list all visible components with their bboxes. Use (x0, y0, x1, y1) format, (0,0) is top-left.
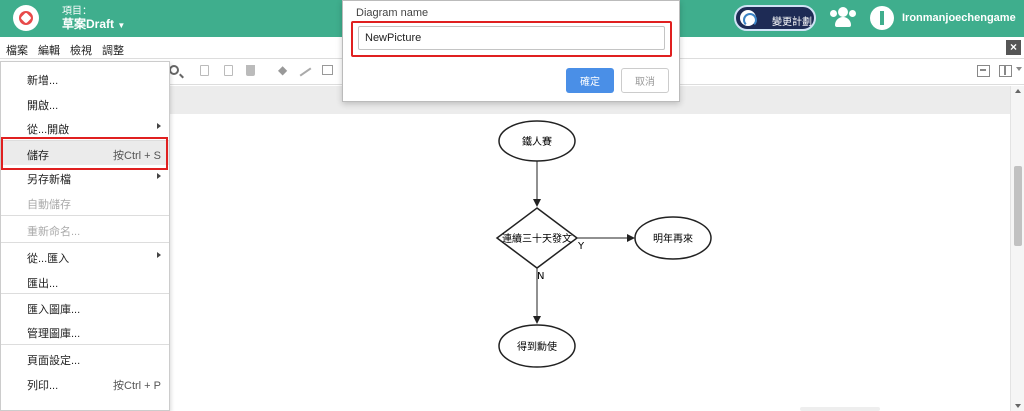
avatar[interactable] (870, 6, 894, 30)
menu-separator (1, 215, 169, 216)
name-highlight-box (351, 21, 672, 57)
menu-item-open[interactable]: 開啟... (1, 91, 169, 115)
menu-item-label: 頁面設定... (27, 355, 81, 367)
decision-node-label: 連續三十天發文 (502, 232, 572, 245)
scroll-thumb[interactable] (1014, 166, 1022, 246)
menu-item-save-as[interactable]: 另存新檔 (1, 165, 169, 189)
menu-item-rename: 重新命名... (1, 217, 169, 241)
menu-item-print[interactable]: 列印... 按Ctrl + P (1, 371, 169, 395)
app-logo-icon[interactable] (13, 5, 39, 31)
diagram-name-dialog: Diagram name 確定 取消 (342, 0, 680, 102)
users-icon[interactable] (830, 6, 856, 30)
menu-item-export[interactable]: 匯出... (1, 269, 169, 293)
menu-item-label: 從...匯入 (27, 253, 70, 265)
flowchart-diagram: 鐵人賽 連續三十天發文 Y 明年再來 N 得到勳使 (495, 120, 712, 368)
dialog-title: Diagram name (356, 7, 429, 19)
menu-item-import-from[interactable]: 從...匯入 (1, 244, 169, 268)
menu-item-page-setup[interactable]: 頁面設定... (1, 346, 169, 370)
yes-label: Y (577, 241, 585, 252)
menu-item-label: 匯入圖庫... (27, 304, 81, 316)
menu-item-open-from[interactable]: 從...開啟 (1, 115, 169, 139)
horizontal-scrollbar[interactable] (800, 407, 880, 411)
paste-icon[interactable] (224, 65, 233, 76)
menu-item-shortcut: 按Ctrl + S (113, 150, 161, 162)
menu-item-shortcut: 按Ctrl + P (113, 380, 161, 392)
yes-outcome-node[interactable] (634, 216, 712, 260)
chevron-right-icon (157, 173, 161, 179)
ok-button[interactable]: 確定 (566, 68, 614, 93)
menu-item-manage-library[interactable]: 管理圖庫... (1, 319, 169, 343)
chevron-right-icon (157, 252, 161, 258)
project-name-dropdown[interactable]: 草案Draft ▼ (62, 15, 125, 32)
menu-item-label: 開啟... (27, 100, 59, 112)
menu-item-label: 從...開啟 (27, 124, 70, 136)
file-menu-dropdown: 新增... 開啟... 從...開啟 儲存 按Ctrl + S 另存新檔 自動儲存… (0, 61, 170, 411)
project-label: 項目： (62, 6, 92, 17)
diagram-name-input[interactable] (358, 26, 665, 50)
scroll-up-icon[interactable] (1015, 89, 1021, 93)
change-plan-button[interactable]: 變更計劃 (734, 5, 816, 31)
menu-edit[interactable]: 編輯 (38, 45, 60, 57)
no-label: N (537, 271, 544, 282)
menu-item-label: 自動儲存 (27, 199, 71, 211)
project-name: 草案Draft (62, 17, 115, 31)
gauge-icon (740, 10, 757, 27)
canvas-workspace[interactable]: 鐵人賽 連續三十天發文 Y 明年再來 N 得到勳使 (155, 86, 1010, 411)
chevron-down-icon: ▼ (117, 21, 126, 30)
chevron-right-icon (157, 123, 161, 129)
start-node-label: 鐵人賽 (522, 135, 552, 148)
fill-color-icon[interactable]: ◆ (278, 63, 288, 77)
layout-panel-icon[interactable] (999, 65, 1012, 77)
vertical-scrollbar[interactable] (1010, 86, 1024, 411)
diagram-page[interactable]: 鐵人賽 連續三十天發文 Y 明年再來 N 得到勳使 (165, 114, 1010, 411)
change-plan-label: 變更計劃 (772, 17, 812, 28)
format-panel-icon[interactable] (977, 65, 990, 77)
menu-arrange[interactable]: 調整 (102, 45, 124, 57)
menu-view[interactable]: 檢視 (70, 45, 92, 57)
close-icon[interactable]: × (1006, 40, 1021, 55)
username[interactable]: Ironmanjoechengame (902, 12, 1016, 24)
menu-item-label: 管理圖庫... (27, 328, 81, 340)
menu-file[interactable]: 檔案 (6, 45, 28, 57)
line-color-icon[interactable] (299, 67, 312, 77)
copy-icon[interactable] (200, 65, 209, 76)
cancel-button[interactable]: 取消 (621, 68, 669, 93)
menu-item-label: 重新命名... (27, 226, 81, 238)
menu-item-label: 另存新檔 (27, 174, 71, 186)
no-outcome-label: 得到勳使 (517, 340, 557, 353)
menu-separator (1, 293, 169, 294)
menu-separator (1, 344, 169, 345)
menu-item-label: 匯出... (27, 278, 59, 290)
delete-icon[interactable] (246, 65, 255, 76)
menu-item-import-library[interactable]: 匯入圖庫... (1, 295, 169, 319)
menu-item-save[interactable]: 儲存 按Ctrl + S (1, 141, 169, 165)
menu-item-label: 儲存 (27, 150, 49, 162)
menu-separator (1, 242, 169, 243)
chevron-down-icon[interactable] (1016, 67, 1022, 71)
menu-item-label: 列印... (27, 380, 59, 392)
menu-separator (1, 140, 169, 141)
menu-item-autosave: 自動儲存 (1, 190, 169, 214)
shadow-icon[interactable] (322, 65, 333, 75)
zoom-icon[interactable] (169, 65, 179, 75)
scroll-down-icon[interactable] (1015, 404, 1021, 408)
menu-item-new[interactable]: 新增... (1, 66, 169, 90)
yes-outcome-label: 明年再來 (653, 232, 693, 245)
no-outcome-node[interactable] (498, 324, 576, 368)
save-highlight-box (1, 137, 168, 170)
menu-item-label: 新增... (27, 75, 59, 87)
